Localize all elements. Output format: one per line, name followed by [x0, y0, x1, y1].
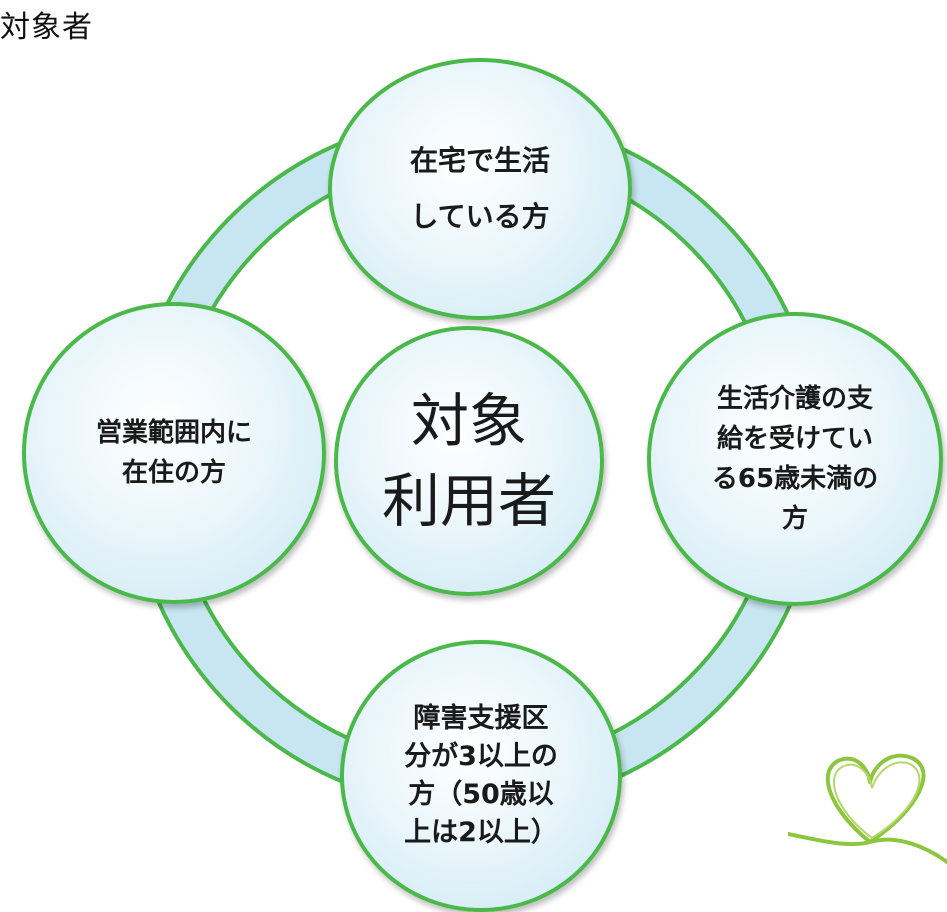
- center-target-users: 対象 利用者: [334, 326, 604, 596]
- criterion-text-line: 方（50歳以: [408, 779, 554, 810]
- criterion-text-line: している方: [410, 200, 550, 233]
- center-text-line: 対象: [410, 387, 527, 455]
- criterion-text-line: る65歳未満の: [711, 464, 879, 494]
- criterion-text-line: 在宅で生活: [409, 144, 550, 177]
- criterion-text-line: 分が3以上の: [404, 741, 558, 772]
- criterion-text-line: 在住の方: [121, 458, 226, 488]
- center-text-line: 利用者: [381, 467, 556, 535]
- heart-icon: [788, 753, 947, 864]
- criterion-support-level: 障害支援区 分が3以上の 方（50歳以 上は2以上）: [340, 640, 622, 912]
- criterion-text-line: 営業範囲内に: [95, 418, 252, 448]
- criterion-text-line: 上は2以上）: [404, 817, 558, 848]
- criterion-text-line: 給を受けてい: [716, 424, 873, 454]
- criterion-living-at-home: 在宅で生活 している方: [328, 58, 632, 320]
- criterion-text-line: 障害支援区: [413, 703, 549, 734]
- criterion-service-area: 営業範囲内に 在住の方: [22, 302, 326, 604]
- criterion-care-benefit: 生活介護の支 給を受けてい る65歳未満の 方: [647, 312, 943, 606]
- criterion-text-line: 生活介護の支: [716, 384, 873, 414]
- page-title: 対象者: [0, 10, 93, 45]
- criterion-text-line: 方: [781, 504, 808, 534]
